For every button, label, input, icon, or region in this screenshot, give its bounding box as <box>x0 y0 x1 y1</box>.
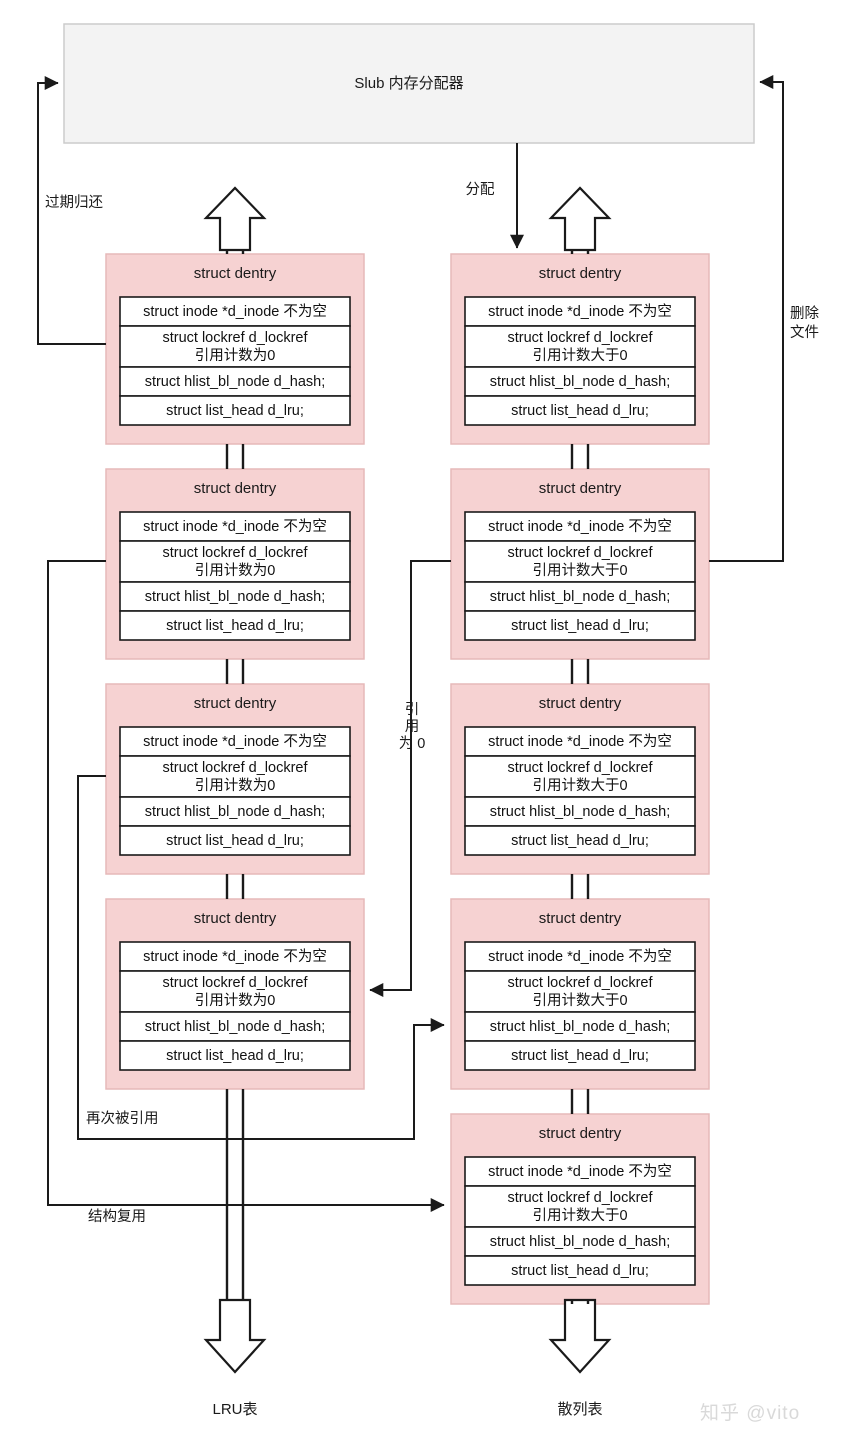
field-d-inode: struct inode *d_inode 不为空 <box>488 518 672 535</box>
edge-label-allocate: 分配 <box>465 182 495 198</box>
block-arrow-lru-up <box>203 186 267 252</box>
field-d-lockref: struct lockref d_lockref 引用计数大于0 <box>507 1189 653 1224</box>
dentry-node-right-5: struct dentry struct inode *d_inode 不为空 … <box>450 1113 710 1305</box>
edge-expire-return: 过期归还 <box>37 76 106 345</box>
field-d-lru: struct list_head d_lru; <box>166 832 304 849</box>
field-d-lru: struct list_head d_lru; <box>511 832 649 849</box>
field-d-lockref: struct lockref d_lockref 引用计数为0 <box>162 759 308 794</box>
field-d-lockref: struct lockref d_lockref 引用计数为0 <box>162 544 308 579</box>
bottom-label-lru-list: LRU表 <box>212 1401 258 1418</box>
field-d-inode: struct inode *d_inode 不为空 <box>143 948 327 965</box>
field-d-lockref: struct lockref d_lockref 引用计数大于0 <box>507 759 653 794</box>
dentry-node-left-1: struct dentry struct inode *d_inode 不为空 … <box>105 253 365 445</box>
field-d-hash: struct hlist_bl_node d_hash; <box>144 803 326 820</box>
field-d-lockref: struct lockref d_lockref 引用计数大于0 <box>507 974 653 1009</box>
field-d-lockref: struct lockref d_lockref 引用计数为0 <box>162 329 308 364</box>
slub-allocator-label: Slub 内存分配器 <box>354 75 464 92</box>
field-d-inode: struct inode *d_inode 不为空 <box>143 733 327 750</box>
field-d-inode: struct inode *d_inode 不为空 <box>143 303 327 320</box>
edge-label-ref-zero: 引 用 为 0 <box>398 702 426 752</box>
dentry-node-left-3: struct dentry struct inode *d_inode 不为空 … <box>105 683 365 875</box>
field-d-lru: struct list_head d_lru; <box>511 617 649 634</box>
field-d-hash: struct hlist_bl_node d_hash; <box>489 1233 671 1250</box>
bottom-label-hash-list: 散列表 <box>557 1401 603 1418</box>
field-d-inode: struct inode *d_inode 不为空 <box>143 518 327 535</box>
field-d-lockref: struct lockref d_lockref 引用计数为0 <box>162 974 308 1009</box>
dentry-node-right-1: struct dentry struct inode *d_inode 不为空 … <box>450 253 710 445</box>
field-d-lockref: struct lockref d_lockref 引用计数大于0 <box>507 544 653 579</box>
edge-label-referenced-again: 再次被引用 <box>86 1111 159 1127</box>
dentry-node-right-4: struct dentry struct inode *d_inode 不为空 … <box>450 898 710 1090</box>
dentry-title: struct dentry <box>193 910 277 927</box>
edge-struct-reuse: 结构复用 <box>47 560 445 1225</box>
dentry-node-right-2: struct dentry struct inode *d_inode 不为空 … <box>450 468 710 660</box>
edge-referenced-again: 再次被引用 <box>77 775 445 1140</box>
field-d-hash: struct hlist_bl_node d_hash; <box>489 373 671 390</box>
field-d-lru: struct list_head d_lru; <box>511 1047 649 1064</box>
dentry-title: struct dentry <box>538 480 622 497</box>
field-d-inode: struct inode *d_inode 不为空 <box>488 948 672 965</box>
dentry-title: struct dentry <box>538 910 622 927</box>
dentry-title: struct dentry <box>538 695 622 712</box>
edge-allocate: 分配 <box>465 143 524 249</box>
field-d-lru: struct list_head d_lru; <box>166 402 304 419</box>
watermark-label: 知乎 @vito <box>700 1403 801 1424</box>
edge-label-delete-file: 删除 文件 <box>790 306 819 341</box>
dentry-title: struct dentry <box>193 480 277 497</box>
block-arrow-hash-down <box>548 1298 612 1374</box>
field-d-lru: struct list_head d_lru; <box>511 1262 649 1279</box>
field-d-hash: struct hlist_bl_node d_hash; <box>489 1018 671 1035</box>
field-d-inode: struct inode *d_inode 不为空 <box>488 303 672 320</box>
slub-allocator-box: Slub 内存分配器 <box>63 23 755 144</box>
field-d-hash: struct hlist_bl_node d_hash; <box>144 1018 326 1035</box>
edge-ref-zero: 引 用 为 0 <box>369 560 451 997</box>
dentry-title: struct dentry <box>538 1125 622 1142</box>
field-d-inode: struct inode *d_inode 不为空 <box>488 1163 672 1180</box>
field-d-hash: struct hlist_bl_node d_hash; <box>144 373 326 390</box>
field-d-lru: struct list_head d_lru; <box>166 1047 304 1064</box>
edge-label-expire-return: 过期归还 <box>45 195 103 211</box>
edge-label-struct-reuse: 结构复用 <box>88 1209 146 1225</box>
dentry-node-left-4: struct dentry struct inode *d_inode 不为空 … <box>105 898 365 1090</box>
dentry-title: struct dentry <box>538 265 622 282</box>
dentry-title: struct dentry <box>193 265 277 282</box>
field-d-lockref: struct lockref d_lockref 引用计数大于0 <box>507 329 653 364</box>
chain-stub-right-5 <box>570 1300 590 1304</box>
field-d-hash: struct hlist_bl_node d_hash; <box>489 588 671 605</box>
field-d-lru: struct list_head d_lru; <box>511 402 649 419</box>
dentry-node-left-2: struct dentry struct inode *d_inode 不为空 … <box>105 468 365 660</box>
block-arrow-hash-up <box>548 186 612 252</box>
field-d-hash: struct hlist_bl_node d_hash; <box>144 588 326 605</box>
field-d-hash: struct hlist_bl_node d_hash; <box>489 803 671 820</box>
field-d-inode: struct inode *d_inode 不为空 <box>488 733 672 750</box>
edge-delete-file: 删除 文件 <box>709 75 819 562</box>
field-d-lru: struct list_head d_lru; <box>166 617 304 634</box>
dentry-title: struct dentry <box>193 695 277 712</box>
dentry-node-right-3: struct dentry struct inode *d_inode 不为空 … <box>450 683 710 875</box>
block-arrow-lru-down <box>203 1298 267 1374</box>
